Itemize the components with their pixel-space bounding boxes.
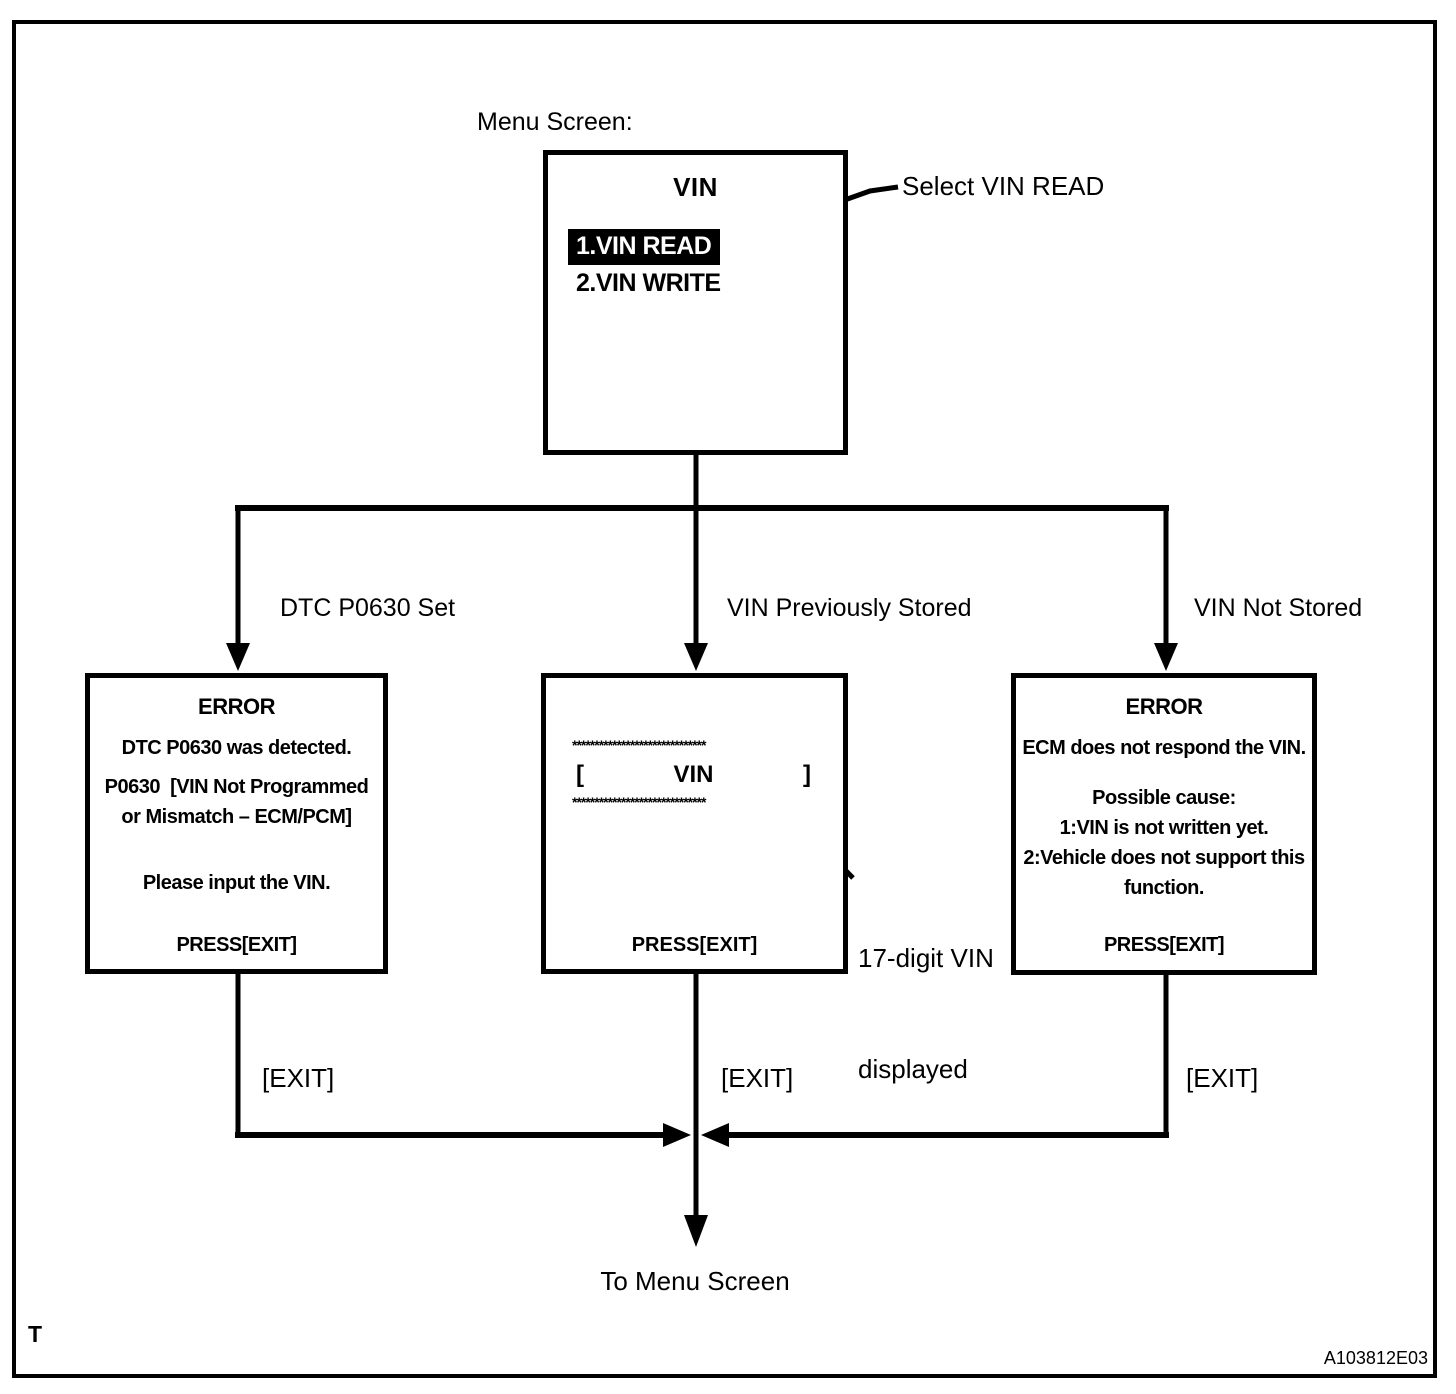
screen-text-line: DTC P0630 was detected. (121, 737, 352, 759)
menu-screen-box: VIN 1.VIN READ 2.VIN WRITE (543, 150, 848, 455)
select-vin-read-annotation: Select VIN READ (902, 171, 1105, 201)
screen-text-line: 2:Vehicle does not support this (1023, 847, 1305, 869)
screen-footer: PRESS[EXIT] (1103, 934, 1225, 956)
screen-text-line: ECM does not respond the VIN. (1022, 737, 1306, 759)
screen-text-line: Possible cause: (1092, 787, 1236, 809)
screen-text-line: function. (1124, 877, 1204, 899)
vin-displayed-annotation-line2: displayed (858, 1054, 968, 1084)
screen-footer: PRESS[EXIT] (176, 934, 297, 956)
screen-text-line: P0630 [VIN Not Programmed (104, 776, 369, 798)
exit-label-center: [EXIT] (721, 1063, 794, 1093)
branch-label-dtc-p0630-set: DTC P0630 Set (280, 594, 456, 622)
menu-title: VIN (673, 172, 718, 202)
error-screen-no-response: ERROR ECM does not respond the VIN. Poss… (1011, 673, 1317, 975)
figure-id: A103812E03 (1323, 1348, 1428, 1368)
screen-title: ERROR (198, 694, 275, 719)
asterisk-row-bottom: ****************************** (572, 794, 706, 810)
open-bracket: [ (576, 761, 584, 788)
error-screen-dtc-p0630: ERROR DTC P0630 was detected. P0630 [VIN… (85, 673, 388, 974)
exit-label-right: [EXIT] (1186, 1063, 1259, 1093)
screen-title: ERROR (1125, 694, 1203, 719)
vin-displayed-annotation-line1: 17-digit VIN (858, 943, 994, 973)
screen-text-line: Please input the VIN. (142, 872, 331, 894)
branch-label-vin-previously-stored: VIN Previously Stored (727, 594, 972, 622)
screen-text-line: 1:VIN is not written yet. (1059, 817, 1269, 839)
vin-label: VIN (673, 761, 714, 788)
exit-label-left: [EXIT] (262, 1063, 335, 1093)
close-bracket: ] (802, 761, 811, 788)
vin-displayed-annotation: 17-digit VIN displayed (858, 866, 994, 1162)
page-border (12, 20, 1437, 1378)
menu-screen-label: Menu Screen: (477, 108, 633, 136)
menu-item-vin-write: 2.VIN WRITE (576, 269, 721, 297)
page-marker: T (28, 1321, 43, 1347)
screen-text-line: or Mismatch – ECM/PCM] (121, 806, 352, 828)
asterisk-row-top: ****************************** (572, 737, 706, 753)
menu-item-vin-read: 1.VIN READ (568, 229, 721, 265)
branch-label-vin-not-stored: VIN Not Stored (1194, 594, 1363, 622)
to-menu-screen-label: To Menu Screen (600, 1266, 790, 1296)
vin-display-screen: ****************************** [ VIN ] *… (541, 673, 848, 974)
vin-value-row: [ VIN ] (576, 760, 811, 790)
screen-footer: PRESS[EXIT] (631, 934, 758, 956)
